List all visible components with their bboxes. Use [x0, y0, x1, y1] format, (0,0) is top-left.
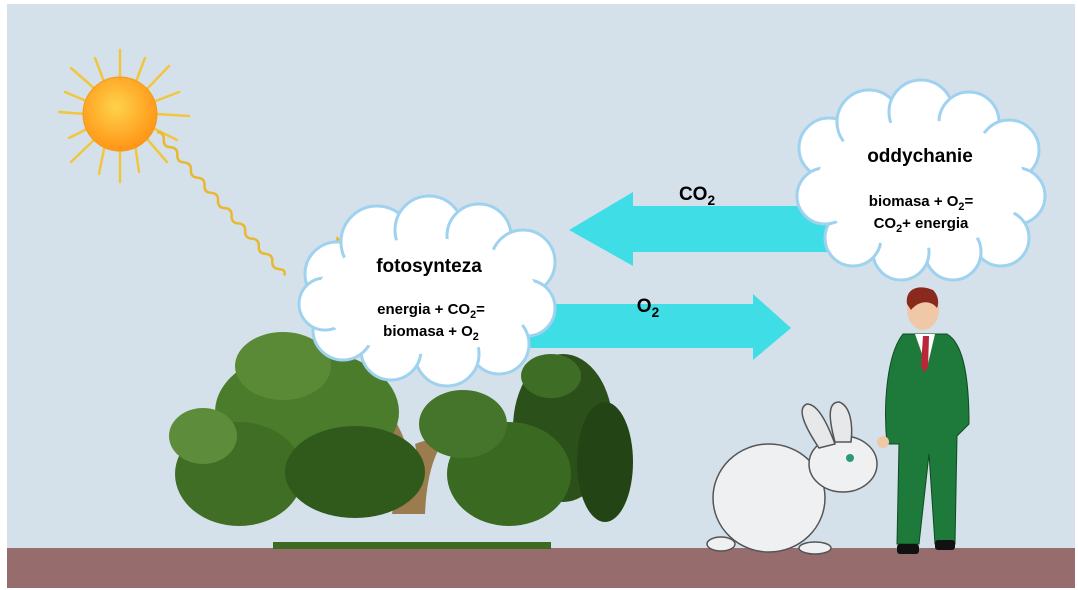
- oddychanie-eq1-equals: =: [964, 193, 974, 210]
- oddychanie-equation-line2: CO2+ energia: [843, 214, 999, 234]
- fotosynteza-equation-line2: biomasa + O2: [355, 322, 507, 342]
- o2-label-sub: 2: [651, 304, 660, 320]
- co2-arrow-label: CO2: [667, 184, 727, 208]
- oddychanie-equation-line1: biomasa + O2=: [843, 192, 999, 212]
- oddychanie-eq1-sub: 2: [958, 200, 965, 213]
- man-icon: [877, 287, 970, 554]
- cloud-oddychanie: [795, 78, 1047, 282]
- fotosynteza-eq2-text: biomasa + O: [383, 323, 473, 340]
- o2-arrow: [519, 294, 791, 360]
- o2-label-text: O: [636, 296, 652, 317]
- co2-label-sub: 2: [707, 192, 716, 208]
- diagram-canvas: [7, 4, 1075, 588]
- fotosynteza-title: fotosynteza: [376, 256, 482, 277]
- o2-arrow-label: O2: [623, 296, 673, 320]
- fotosynteza-eq1-sub: 2: [470, 308, 477, 321]
- diagram-scene: fotosynteza energia + CO2= biomasa + O2 …: [7, 4, 1075, 588]
- tree-icon: [169, 332, 633, 549]
- rabbit-icon: [706, 401, 878, 555]
- fotosynteza-eq1-equals: =: [476, 301, 485, 318]
- ground: [7, 548, 1075, 588]
- oddychanie-eq1-text: biomasa + O: [868, 193, 959, 210]
- co2-arrow: [569, 192, 843, 266]
- fotosynteza-eq1-text: energia + CO: [377, 301, 471, 318]
- cloud-fotosynteza: [297, 194, 557, 388]
- oddychanie-eq2-rest: + energia: [902, 215, 969, 232]
- fotosynteza-equation-line1: energia + CO2=: [355, 300, 507, 320]
- fotosynteza-eq2-sub: 2: [472, 330, 479, 343]
- sun-icon: [57, 48, 191, 184]
- oddychanie-eq2-sub: 2: [896, 222, 903, 235]
- oddychanie-title: oddychanie: [867, 146, 973, 167]
- co2-label-text: CO: [678, 184, 708, 205]
- oddychanie-eq2-text: CO: [873, 215, 897, 232]
